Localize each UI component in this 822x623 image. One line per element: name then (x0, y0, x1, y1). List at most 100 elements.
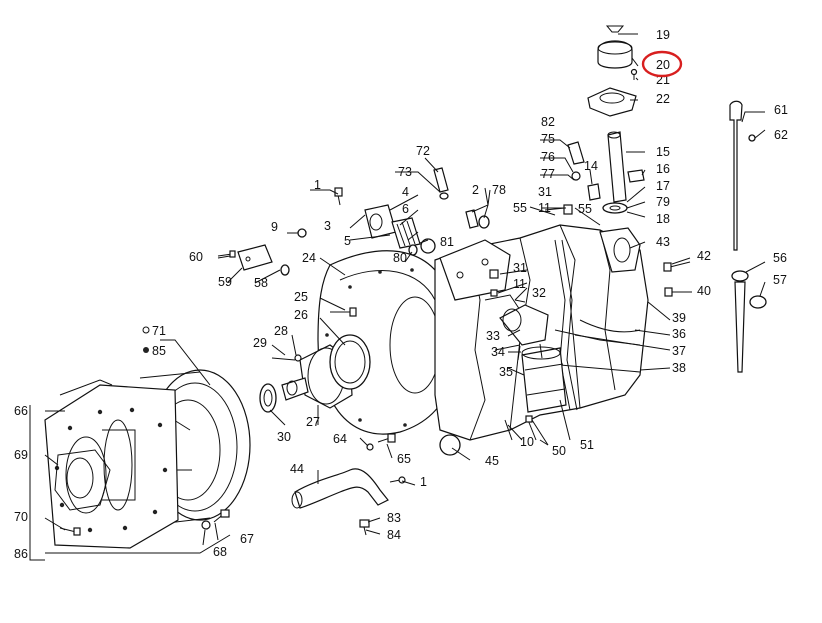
dipstick-tube-15 (607, 131, 627, 203)
oring-80 (408, 244, 418, 256)
sensor-72-73 (433, 167, 449, 200)
label-45: 45 (485, 454, 499, 468)
label-31: 31 (538, 185, 552, 199)
label-67: 67 (240, 532, 254, 546)
label-68: 68 (213, 545, 227, 559)
flange-plate (54, 449, 111, 511)
label-70: 70 (14, 510, 28, 524)
cover-59 (237, 244, 273, 271)
symbol-71-85 (142, 326, 150, 353)
label-3: 3 (324, 219, 331, 233)
bolt-50 (525, 415, 537, 441)
label-10: 10 (520, 435, 534, 449)
oring-81 (420, 238, 436, 254)
label-75: 75 (541, 132, 555, 146)
pipe-44 (291, 468, 389, 509)
ring-45 (439, 434, 461, 456)
elbow-33 (499, 304, 549, 346)
label-37: 37 (672, 344, 686, 358)
label-24: 24 (302, 251, 316, 265)
label-82: 82 (541, 115, 555, 129)
label-43: 43 (656, 235, 670, 249)
valve-14 (587, 183, 601, 201)
label-29: 29 (253, 336, 267, 350)
leader-lines (217, 33, 766, 535)
label-32: 32 (532, 286, 546, 300)
label-39: 39 (672, 311, 686, 325)
label-55b: 55 (578, 202, 592, 216)
washer-64 (366, 443, 374, 451)
label-56: 56 (773, 251, 787, 265)
plug-31 (563, 204, 573, 215)
label-77: 77 (541, 167, 555, 181)
label-2: 2 (472, 183, 479, 197)
part-number-labels: 19 20 21 22 61 62 82 75 72 15 76 14 73 1… (14, 28, 788, 561)
bolt-60 (217, 250, 236, 258)
label-27: 27 (306, 415, 320, 429)
pipe-34 (517, 343, 543, 361)
label-14: 14 (584, 159, 598, 173)
breather-1 (334, 187, 343, 206)
dipstick-tube-56 (731, 270, 749, 373)
oring-62 (748, 134, 756, 142)
fitting-16 (627, 169, 645, 183)
label-19: 19 (656, 28, 670, 42)
label-11b: 11 (513, 277, 526, 291)
gasket-51 (554, 239, 578, 411)
label-73: 73 (398, 165, 412, 179)
label-66: 66 (14, 404, 28, 418)
plug-3-4-6 (364, 204, 397, 239)
label-71: 71 (152, 324, 166, 338)
label-81: 81 (440, 235, 454, 249)
bolt-11b (490, 289, 498, 297)
label-5: 5 (344, 234, 351, 248)
label-35: 35 (499, 365, 513, 379)
label-83: 83 (387, 511, 401, 525)
oring-9 (297, 228, 307, 238)
label-64: 64 (333, 432, 347, 446)
label-69: 69 (14, 448, 28, 462)
rear-housing-43 (599, 227, 641, 273)
oring-57 (749, 295, 767, 309)
label-17: 17 (656, 179, 670, 193)
label-36: 36 (672, 327, 686, 341)
seal-30 (259, 383, 277, 413)
bolt-29-28 (271, 354, 302, 362)
label-11: 11 (538, 201, 551, 215)
label-72: 72 (416, 144, 430, 158)
label-78: 78 (492, 183, 506, 197)
label-28: 28 (274, 324, 288, 338)
label-31b: 31 (513, 261, 527, 275)
label-85: 85 (152, 344, 166, 358)
bolt-65 (377, 433, 396, 443)
plug-31b (489, 269, 499, 279)
label-60: 60 (189, 250, 203, 264)
label-55: 55 (513, 201, 527, 215)
label-61: 61 (774, 103, 788, 117)
label-79: 79 (656, 195, 670, 209)
base-22 (587, 87, 637, 117)
label-25: 25 (294, 290, 308, 304)
label-16: 16 (656, 162, 670, 176)
label-76: 76 (541, 150, 555, 164)
bolt-83-84 (359, 519, 370, 536)
label-34: 34 (491, 345, 505, 359)
filler-cap-19-20 (597, 25, 633, 69)
bolt-68-67 (201, 509, 230, 530)
label-44: 44 (290, 462, 304, 476)
label-30: 30 (277, 430, 291, 444)
sleeve-5 (391, 217, 421, 249)
dipstick-61 (729, 100, 743, 251)
filter-35 (521, 346, 567, 413)
label-58: 58 (254, 276, 268, 290)
label-33: 33 (486, 329, 500, 343)
bolt-25 (330, 307, 357, 317)
label-38: 38 (672, 361, 686, 375)
label-4: 4 (402, 185, 409, 199)
label-40: 40 (697, 284, 711, 298)
label-57: 57 (773, 273, 787, 287)
seal-26 (329, 334, 371, 390)
label-6: 6 (402, 202, 409, 216)
bolt-1b (389, 476, 406, 484)
label-18: 18 (656, 212, 670, 226)
